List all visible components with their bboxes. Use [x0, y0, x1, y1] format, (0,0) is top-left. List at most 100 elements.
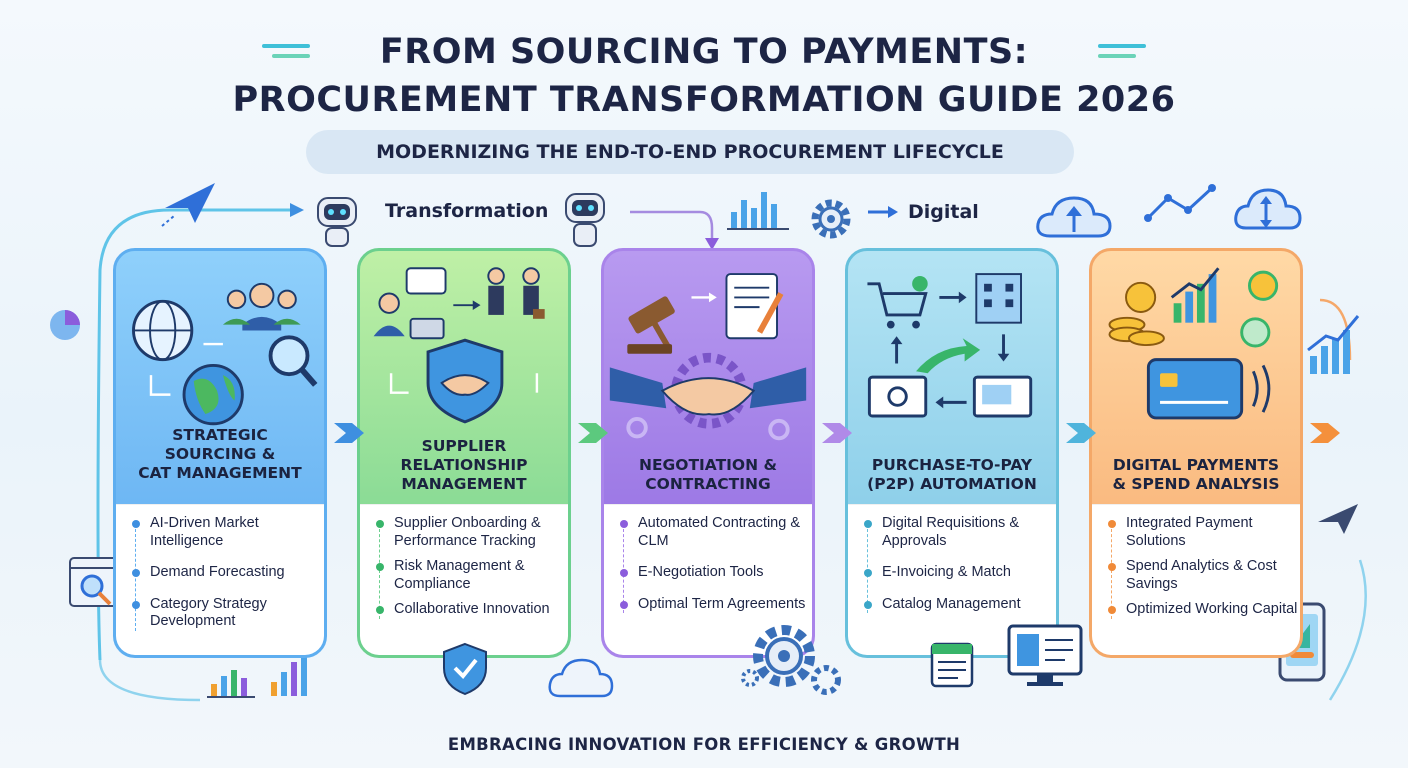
- list-item-text: Demand Forecasting: [150, 564, 285, 580]
- stage-title-line: MANAGEMENT: [401, 475, 527, 493]
- stage-details: Supplier Onboarding & Performance Tracki…: [360, 504, 568, 655]
- stage-title-line: RELATIONSHIP: [400, 456, 528, 474]
- list-item-text: Spend Analytics & Cost Savings: [1126, 558, 1277, 592]
- gear-icon: [811, 199, 851, 239]
- list-item: Digital Requisitions & Approvals: [858, 515, 1054, 550]
- page-title: FROM SOURCING TO PAYMENTS: PROCUREMENT T…: [0, 28, 1408, 124]
- stage-title-line: STRATEGIC: [172, 426, 268, 444]
- flow-arrow-icon: [1310, 423, 1340, 443]
- list-item-text: Category Strategy Development: [150, 595, 267, 630]
- bullet-list: Integrated Payment Solutions Spend Analy…: [1102, 515, 1298, 633]
- subtitle-banner: MODERNIZING THE END-TO-END PROCUREMENT L…: [306, 130, 1074, 174]
- bullet-list: AI-Driven Market Intelligence Demand For…: [126, 515, 322, 645]
- pie-chart-icon: [50, 310, 80, 340]
- stage-details: Automated Contracting & CLM E-Negotiatio…: [604, 504, 812, 655]
- label-digital: Digital: [908, 201, 979, 223]
- list-item: Category Strategy Development: [126, 596, 322, 631]
- list-item-text: Risk Management & Compliance: [394, 558, 525, 592]
- cloud-icon: [548, 658, 614, 698]
- stage-title: SUPPLIER RELATIONSHIP MANAGEMENT: [360, 437, 568, 494]
- list-item: Automated Contracting & CLM: [614, 515, 810, 550]
- flow-arrow-icon: [334, 423, 364, 443]
- flow-arrow-icon: [822, 423, 852, 443]
- gears-icon: [741, 625, 841, 695]
- monitor-icon: [1007, 624, 1083, 686]
- flow-arrow-icon: [1066, 423, 1096, 443]
- list-item: Optimized Working Capital: [1102, 601, 1298, 619]
- list-item-text: Optimized Working Capital: [1126, 601, 1298, 617]
- stage-card-negotiation-contracting: NEGOTIATION & CONTRACTING Automated Cont…: [601, 248, 815, 658]
- stage-title-line: PURCHASE-TO-PAY: [871, 456, 1033, 474]
- stage-title-line: NEGOTIATION &: [639, 456, 777, 474]
- list-item: Catalog Management: [858, 596, 1054, 614]
- stage-card-supplier-relationship: SUPPLIER RELATIONSHIP MANAGEMENT Supplie…: [357, 248, 571, 658]
- stage-title: PURCHASE-TO-PAY (P2P) AUTOMATION: [848, 456, 1056, 494]
- stage-title-line: CONTRACTING: [645, 475, 771, 493]
- p2p-illustration: [867, 273, 1033, 418]
- list-item-text: AI-Driven Market Intelligence: [150, 515, 259, 549]
- stage-details: AI-Driven Market Intelligence Demand For…: [116, 504, 324, 655]
- paper-plane-icon: [1318, 504, 1358, 534]
- shield-check-icon: [443, 642, 487, 696]
- stage-title-line: & SPEND ANALYSIS: [1112, 475, 1280, 493]
- speed-lines-left: [262, 44, 310, 48]
- list-item: Demand Forecasting: [126, 564, 322, 582]
- list-item: E-Negotiation Tools: [614, 564, 810, 582]
- flow-arrow-icon: [578, 423, 608, 443]
- list-item-text: Catalog Management: [882, 595, 1021, 612]
- list-item: E-Invoicing & Match: [858, 564, 1054, 582]
- speed-lines-right: [1098, 44, 1146, 48]
- bullet-list: Supplier Onboarding & Performance Tracki…: [370, 515, 566, 633]
- bullet-list: Digital Requisitions & Approvals E-Invoi…: [858, 515, 1054, 627]
- cloud-upload-icon: [1036, 196, 1112, 238]
- list-item-text: E-Invoicing & Match: [882, 564, 1011, 580]
- stage-title-line: SUPPLIER: [421, 437, 507, 455]
- supplier-illustration: [373, 267, 545, 424]
- stage-title-line: (P2P) AUTOMATION: [867, 475, 1037, 493]
- list-item-text: Digital Requisitions & Approvals: [882, 515, 1020, 549]
- stage-card-digital-payments: DIGITAL PAYMENTS & SPEND ANALYSIS Integr…: [1089, 248, 1303, 658]
- stage-title-line: DIGITAL PAYMENTS: [1112, 456, 1280, 474]
- list-item-text: Supplier Onboarding & Performance Tracki…: [394, 515, 541, 549]
- stage-title: STRATEGIC SOURCING & CAT MANAGEMENT: [116, 426, 324, 483]
- stage-title-line: CAT MANAGEMENT: [138, 464, 302, 482]
- list-item-text: Collaborative Innovation: [394, 601, 550, 617]
- list-item: Spend Analytics & Cost Savings: [1102, 558, 1298, 593]
- list-item-text: E-Negotiation Tools: [638, 564, 764, 580]
- label-transformation: Transformation: [385, 200, 549, 222]
- list-item-text: Integrated Payment Solutions: [1126, 515, 1253, 549]
- stage-details: Integrated Payment Solutions Spend Analy…: [1092, 504, 1300, 655]
- line-trend-icon: [1144, 184, 1216, 222]
- stage-title-line: SOURCING &: [164, 445, 276, 463]
- bar-chart-icon: [727, 192, 789, 230]
- paper-plane-icon: [161, 183, 215, 227]
- calendar-icon: [930, 642, 974, 688]
- bar-chart-icon: [207, 654, 307, 698]
- title-line-2: PROCUREMENT TRANSFORMATION GUIDE 2026: [232, 80, 1176, 120]
- list-item: Risk Management & Compliance: [370, 558, 566, 593]
- stage-card-strategic-sourcing: STRATEGIC SOURCING & CAT MANAGEMENT AI-D…: [113, 248, 327, 658]
- list-item-text: Optimal Term Agreements: [638, 595, 806, 612]
- list-item-text: Automated Contracting & CLM: [638, 515, 801, 549]
- list-item: Optimal Term Agreements: [614, 596, 810, 614]
- footer-tagline: EMBRACING INNOVATION FOR EFFICIENCY & GR…: [447, 735, 961, 754]
- sourcing-illustration: [132, 282, 318, 426]
- list-item: AI-Driven Market Intelligence: [126, 515, 322, 550]
- stage-card-purchase-to-pay: PURCHASE-TO-PAY (P2P) AUTOMATION Digital…: [845, 248, 1059, 658]
- trend-chart-icon: [1307, 315, 1360, 374]
- arrow-right-icon: [868, 206, 898, 218]
- robot-icon: [317, 197, 357, 247]
- list-item: Integrated Payment Solutions: [1102, 515, 1298, 550]
- list-item: Collaborative Innovation: [370, 601, 566, 619]
- speed-lines-left: [272, 54, 310, 58]
- negotiation-illustration: [609, 273, 807, 441]
- speed-lines-right: [1098, 54, 1136, 58]
- list-item: Supplier Onboarding & Performance Tracki…: [370, 515, 566, 550]
- stage-title: DIGITAL PAYMENTS & SPEND ANALYSIS: [1092, 456, 1300, 494]
- title-line-1: FROM SOURCING TO PAYMENTS:: [379, 32, 1029, 72]
- bullet-list: Automated Contracting & CLM E-Negotiatio…: [614, 515, 810, 627]
- robot-icon: [565, 193, 605, 247]
- stage-title: NEGOTIATION & CONTRACTING: [604, 456, 812, 494]
- cloud-sync-icon: [1234, 188, 1302, 230]
- payments-illustration: [1108, 267, 1279, 420]
